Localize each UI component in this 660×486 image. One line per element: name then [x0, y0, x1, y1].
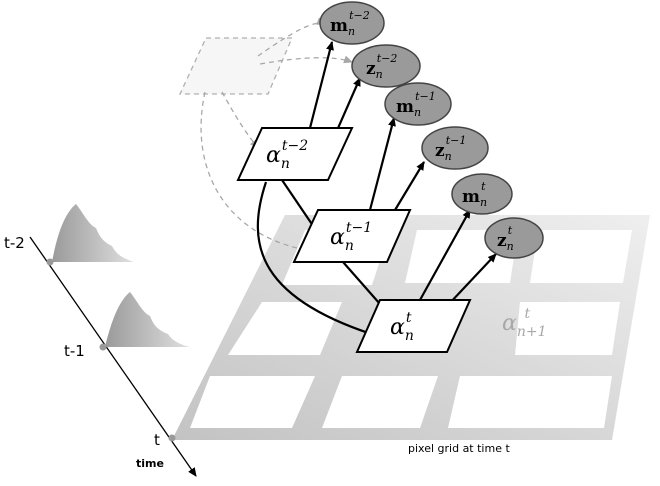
- z-t-sup: t: [508, 224, 513, 237]
- grid-cell: [190, 376, 315, 428]
- timeline-label-t-1: t-1: [64, 342, 85, 360]
- z-t-base: z: [497, 231, 507, 251]
- dashed-parallelogram: [178, 37, 293, 95]
- grid-cell: [448, 376, 612, 428]
- edge-a0-mt: [419, 209, 471, 301]
- edge-a2-m2: [308, 41, 334, 129]
- neighbor-sup: t: [525, 306, 531, 322]
- svg-text:mnt−2: mn t−2: [330, 9, 370, 38]
- timeline-tick-t-2: [46, 258, 54, 266]
- observation-node-m-t: mnt: [451, 173, 513, 215]
- timeline-axis-label: time: [136, 457, 164, 470]
- grid-cell: [228, 302, 342, 355]
- alpha-node-t-2: αn t−2: [236, 127, 354, 181]
- edge-a2-z2: [333, 77, 362, 136]
- alpha-t-1-sub: n: [345, 238, 354, 254]
- dashed-arrow: [200, 91, 319, 255]
- m-t-1-sup: t−1: [415, 90, 436, 103]
- dashed-arrow: [221, 91, 259, 149]
- svg-text:znt: znt: [497, 224, 514, 253]
- edge-a2-a0: [256, 181, 385, 340]
- svg-text:αnt−1: αn t−1: [330, 220, 372, 254]
- alpha-t-2-sup: t−2: [282, 138, 308, 154]
- pixel-grid: pixel grid at time t: [172, 215, 650, 455]
- timeline-tick-t-1: [99, 343, 107, 351]
- alpha-t-2-base: α: [266, 143, 281, 168]
- m-t-sub: n: [480, 196, 487, 209]
- svg-text:αn+1t: αn+1 t: [502, 306, 547, 340]
- observation-node-z-t-2: zn t−2: [351, 44, 421, 88]
- alpha-t-2-sub: n: [281, 156, 290, 172]
- svg-text:mnt−1: mn t−1: [396, 90, 436, 119]
- alpha-t-1-sup: t−1: [346, 220, 372, 236]
- alpha-t-base: α: [390, 315, 405, 340]
- svg-text:mnt: mnt: [462, 180, 487, 209]
- timeline-tick-t: [168, 434, 176, 442]
- svg-text:αnt: αnt: [390, 310, 414, 344]
- m-t-2-base: m: [330, 16, 348, 36]
- neighbor-node: αn+1 t: [502, 306, 547, 340]
- z-t-sub: n: [507, 240, 514, 253]
- svg-text:znt−2: zn t−2: [366, 52, 397, 81]
- alpha-t-sup: t: [406, 310, 412, 326]
- z-t-2-sub: n: [376, 68, 383, 81]
- z-t-2-sup: t−2: [377, 52, 398, 65]
- dashed-arrow: [259, 55, 353, 65]
- observation-node-m-t-1: mn t−1: [384, 82, 452, 126]
- previous-node-dashed: [178, 17, 353, 255]
- observation-node-z-t-1: zn t−1: [421, 126, 489, 170]
- timeline: t-2 t-1 t time: [4, 204, 197, 477]
- neighbor-base: α: [502, 311, 517, 336]
- m-t-2-sup: t−2: [349, 9, 370, 22]
- observation-node-z-t: znt: [484, 217, 544, 259]
- alpha-t-sub: n: [405, 328, 414, 344]
- alpha-node-t: αnt: [355, 299, 472, 353]
- m-t-1-sub: n: [414, 106, 421, 119]
- z-t-1-sub: n: [445, 150, 452, 163]
- grid-cell: [530, 230, 632, 283]
- edge-a1-m1: [368, 117, 396, 211]
- m-t-1-base: m: [396, 97, 414, 117]
- grid-cell: [515, 302, 620, 355]
- observation-node-m-t-2: mn t−2: [319, 1, 385, 45]
- svg-text:znt−1: zn t−1: [435, 134, 466, 163]
- z-t-1-base: z: [435, 141, 445, 161]
- timeline-label-t-2: t-2: [4, 234, 25, 252]
- m-t-2-sub: n: [348, 25, 355, 38]
- alpha-node-t-1: αn t−1: [292, 209, 412, 263]
- distribution-curve-t-1: [105, 292, 190, 347]
- edge-a0-zt: [447, 253, 497, 306]
- svg-text:αnt−2: αn t−2: [266, 138, 308, 172]
- distribution-curve-t-2: [52, 204, 134, 262]
- grid-caption: pixel grid at time t: [408, 442, 510, 455]
- edges: [256, 41, 497, 340]
- z-t-2-base: z: [366, 59, 376, 79]
- neighbor-sub: n+1: [517, 324, 547, 340]
- m-t-sup: t: [481, 180, 486, 193]
- edge-a1-z1: [391, 161, 425, 216]
- timeline-label-t: t: [154, 431, 160, 449]
- m-t-base: m: [462, 187, 480, 207]
- alpha-t-1-base: α: [330, 225, 345, 250]
- grid-cell: [322, 376, 438, 428]
- z-t-1-sup: t−1: [446, 134, 467, 147]
